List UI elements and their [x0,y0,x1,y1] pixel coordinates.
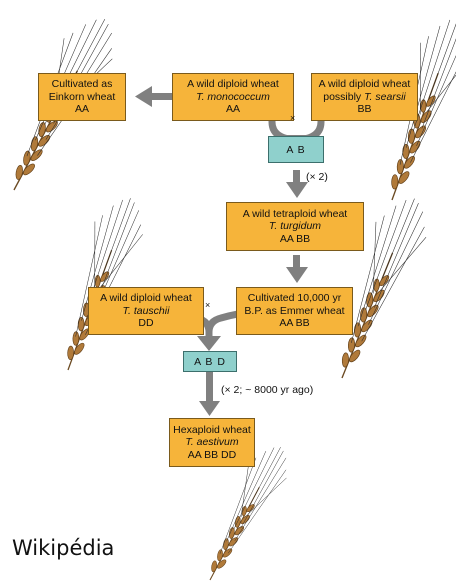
hybrid-abd-label: A B D [194,355,226,368]
searsii-line2: possibly T. searsii [323,91,406,104]
monococcum-species: T. monococcum [196,90,270,103]
searsii-genome: BB [357,103,372,116]
arrow-double-2 [206,371,213,404]
monococcum-genome: AA [225,103,240,116]
tauschii-genome: DD [138,317,154,330]
monococcum-line1: A wild diploid wheat [187,78,279,91]
emmer-genome: AA BB [279,317,310,330]
tauschii-box: A wild diploid wheat T. tauschii DD [88,287,204,335]
doubling-note-2: (× 2; ~ 8000 yr ago) [221,384,314,396]
turgidum-box: A wild tetraploid wheat T. turgidum AA B… [226,202,364,251]
emmer-line2: B.P. as Emmer wheat [244,304,345,317]
hybrid-ab-label: A B [286,143,306,156]
turgidum-line1: A wild tetraploid wheat [242,207,348,220]
einkorn-genome: AA [74,103,89,116]
arrow-to-einkorn [150,93,172,100]
cross-mark-1: × [290,113,296,123]
searsii-species: T. searsii [364,90,406,103]
einkorn-box: Cultivated as Einkorn wheat AA [38,73,126,121]
tauschii-line1: A wild diploid wheat [100,292,192,305]
doubling-note-1: (× 2) [306,171,328,183]
emmer-box: Cultivated 10,000 yr B.P. as Emmer wheat… [236,287,353,335]
aestivum-line1: Hexaploid wheat [173,423,251,436]
arrow-double-1 [293,170,300,185]
turgidum-species: T. turgidum [268,220,322,233]
searsii-box: A wild diploid wheat possibly T. searsii… [311,73,418,121]
wheat-ear-middle-left [43,188,154,379]
hybrid-ab-box: A B [268,136,324,163]
emmer-line1: Cultivated 10,000 yr [247,292,342,305]
credit-label: Wikipédia [12,536,115,560]
arrow-turgidum-emmer [293,255,300,270]
tauschii-species: T. tauschii [122,304,170,317]
einkorn-line1: Cultivated as [51,78,113,91]
einkorn-line2: Einkorn wheat [48,90,116,103]
aestivum-box: Hexaploid wheat T. aestivum AA BB DD [169,418,255,467]
monococcum-box: A wild diploid wheat T. monococcum AA [172,73,294,121]
hybrid-abd-box: A B D [183,351,237,372]
searsii-possibly: possibly [323,90,362,103]
cross-mark-2: × [205,300,211,310]
turgidum-genome: AA BB [279,232,311,245]
aestivum-genome: AA BB DD [187,448,237,461]
searsii-line1: A wild diploid wheat [318,78,411,91]
aestivum-species: T. aestivum [185,436,239,449]
